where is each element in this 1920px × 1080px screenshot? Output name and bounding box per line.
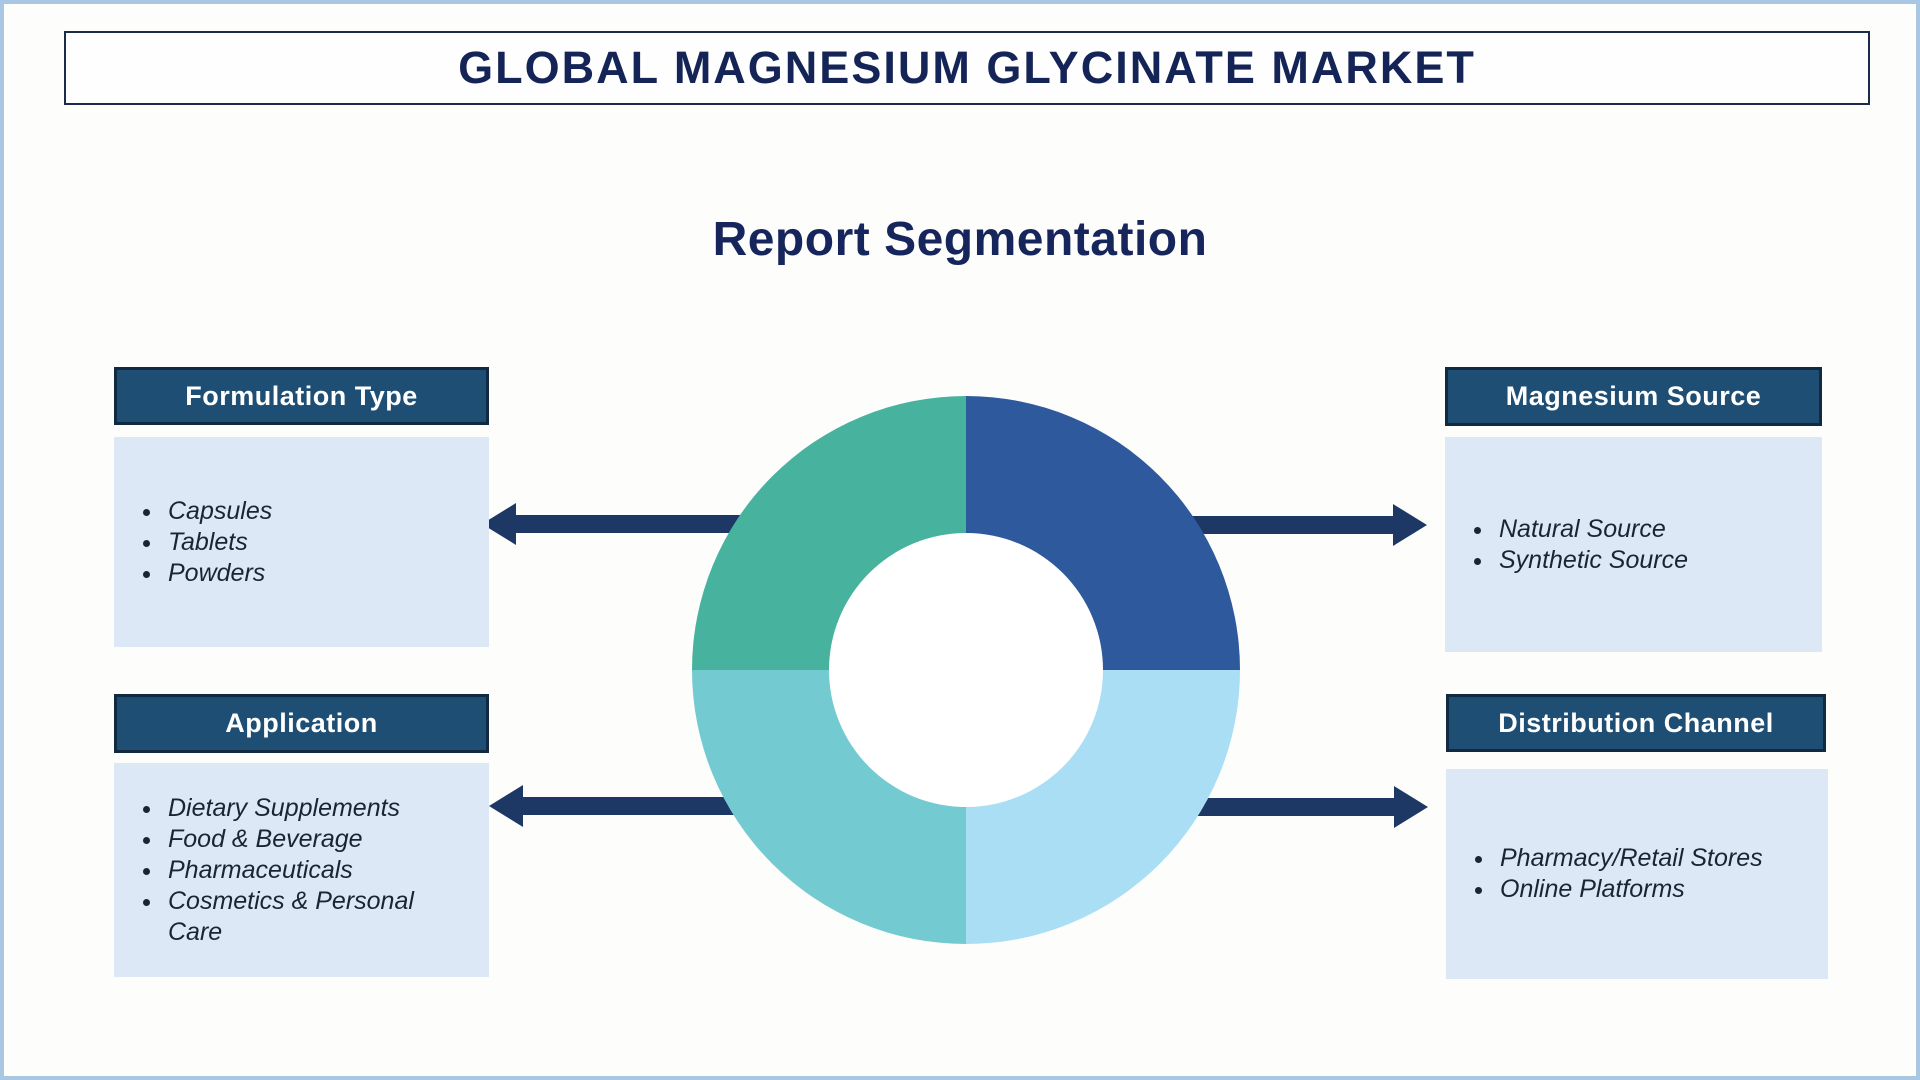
segment-header-application: Application <box>114 694 489 753</box>
segment-list-distribution-channel: Pharmacy/Retail Stores Online Platforms <box>1446 843 1805 905</box>
list-item: Tablets <box>164 527 429 558</box>
segment-list-magnesium-source: Natural Source Synthetic Source <box>1445 514 1804 576</box>
list-item: Cosmetics & Personal Care <box>164 886 429 948</box>
list-item: Online Platforms <box>1496 874 1805 905</box>
donut-chart <box>692 396 1240 944</box>
segment-list-application: Dietary Supplements Food & Beverage Phar… <box>114 793 429 948</box>
segment-title: Application <box>225 708 378 738</box>
segment-body-magnesium-source: Natural Source Synthetic Source <box>1445 437 1822 652</box>
segment-header-distribution-channel: Distribution Channel <box>1446 694 1826 752</box>
segment-header-magnesium-source: Magnesium Source <box>1445 367 1822 426</box>
list-item: Natural Source <box>1495 514 1804 545</box>
list-item: Pharmacy/Retail Stores <box>1496 843 1805 874</box>
segment-header-formulation-type: Formulation Type <box>114 367 489 425</box>
list-item: Food & Beverage <box>164 824 429 855</box>
segment-body-formulation-type: Capsules Tablets Powders <box>114 437 489 647</box>
segment-body-distribution-channel: Pharmacy/Retail Stores Online Platforms <box>1446 769 1828 979</box>
segment-title: Formulation Type <box>185 380 418 411</box>
segment-body-application: Dietary Supplements Food & Beverage Phar… <box>114 763 489 977</box>
page-title: GLOBAL MAGNESIUM GLYCINATE MARKET <box>458 42 1476 93</box>
list-item: Synthetic Source <box>1495 545 1804 576</box>
list-item: Capsules <box>164 496 429 527</box>
segment-title: Distribution Channel <box>1498 707 1774 738</box>
donut-hole <box>829 533 1103 807</box>
list-item: Powders <box>164 558 429 589</box>
subtitle: Report Segmentation <box>712 213 1208 266</box>
title-box: GLOBAL MAGNESIUM GLYCINATE MARKET <box>64 31 1870 105</box>
segment-title: Magnesium Source <box>1505 381 1762 411</box>
segment-list-formulation-type: Capsules Tablets Powders <box>114 496 429 589</box>
list-item: Pharmaceuticals <box>164 855 429 886</box>
list-item: Dietary Supplements <box>164 793 429 824</box>
